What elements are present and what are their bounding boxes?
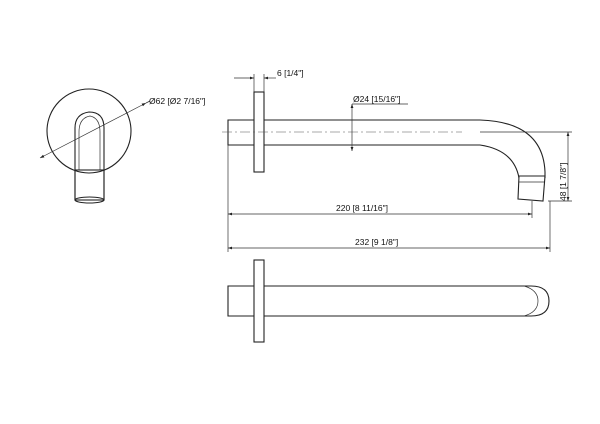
spout-diameter-label: Ø24 [15/16"]	[353, 94, 400, 104]
top-spout-tip	[523, 285, 539, 317]
end-view-outlet	[74, 169, 105, 201]
side-outlet-nozzle	[517, 175, 546, 202]
top-spout-outline	[264, 285, 550, 317]
top-view	[227, 259, 550, 343]
side-spout-outline	[264, 119, 546, 178]
side-spout-inner	[264, 144, 520, 179]
flange-circle	[46, 88, 132, 174]
flange-thickness-label: 6 [1/4"]	[277, 68, 304, 78]
side-wall-stub	[227, 119, 254, 146]
end-view-outlet-face	[74, 196, 105, 204]
top-wall-stub	[227, 285, 254, 317]
flange-diameter-leader	[39, 102, 147, 159]
flange-diameter-label: Ø62 [Ø2 7/16"]	[149, 96, 205, 106]
end-view-spout-bend	[78, 115, 101, 170]
spout-reach-label: 220 [8 11/16"]	[336, 203, 388, 213]
top-flange-plate	[253, 259, 265, 343]
outlet-drop-label: 48 [1 7/8"]	[558, 163, 568, 201]
end-view: Ø62 [Ø2 7/16"]	[39, 88, 205, 204]
side-view: 6 [1/4"] Ø24 [15/16"] 48 [1 7/8"] 220 [8…	[222, 68, 572, 252]
overall-length-label: 232 [9 1/8"]	[355, 237, 398, 247]
